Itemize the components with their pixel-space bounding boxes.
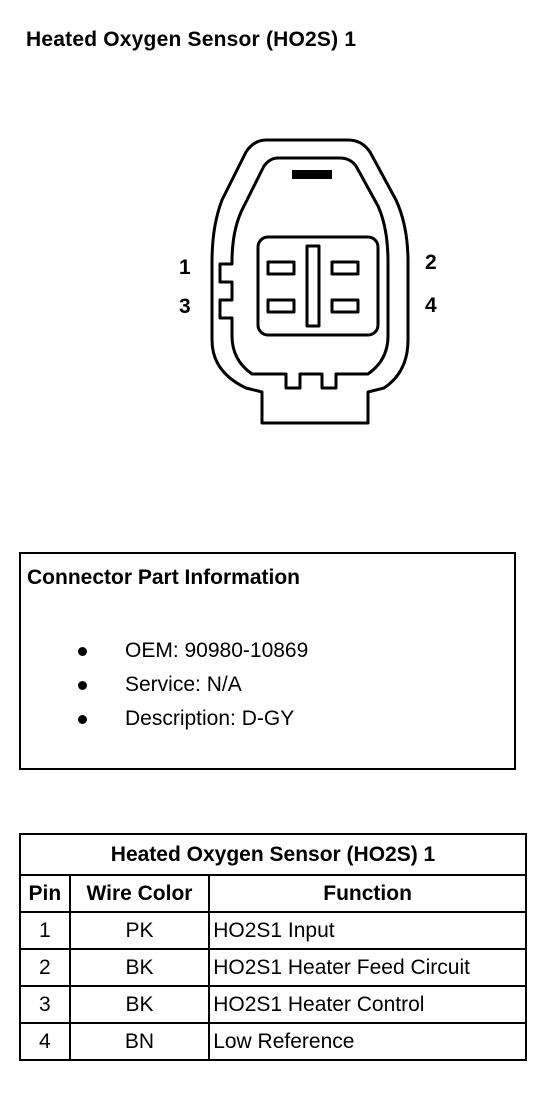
header-pin: Pin [19,874,71,913]
connector-outer-housing [210,138,410,425]
bullet-icon [78,647,87,656]
wire-color-cell: PK [68,911,211,950]
connector-part-info-box: Connector Part Information OEM: 90980-10… [19,552,516,770]
function-cell: HO2S1 Heater Control [208,985,527,1024]
terminal-2 [330,260,360,276]
wire-color-cell: BK [68,948,211,987]
pin-label-1: 1 [179,256,191,279]
function-cell: HO2S1 Heater Feed Circuit [208,948,527,987]
pin-cavity-frame [256,235,380,337]
connector-part-info-list: OEM: 90980-10869 Service: N/A Descriptio… [73,634,308,736]
function-cell: HO2S1 Input [208,911,527,950]
info-item-oem-text: OEM: 90980-10869 [125,639,309,662]
pinout-table: Heated Oxygen Sensor (HO2S) 1 Pin Wire C… [19,833,527,1061]
bullet-icon [78,715,87,724]
table-row: 2 BK HO2S1 Heater Feed Circuit [19,948,527,987]
locking-tab [292,170,332,179]
table-row: 3 BK HO2S1 Heater Control [19,985,527,1024]
info-item-oem: OEM: 90980-10869 [73,634,308,668]
pin-cell: 4 [19,1022,71,1061]
pin-label-3: 3 [179,295,191,318]
pin-cell: 2 [19,948,71,987]
center-divider [305,244,321,328]
function-cell: Low Reference [208,1022,527,1061]
connector-part-info-heading: Connector Part Information [27,566,301,589]
wire-color-cell: BN [68,1022,211,1061]
terminal-4 [330,298,360,314]
info-item-description: Description: D-GY [73,702,308,736]
table-caption-row: Heated Oxygen Sensor (HO2S) 1 [19,833,527,876]
terminal-1 [266,260,296,276]
pin-label-2: 2 [425,251,437,274]
pin-cell: 3 [19,985,71,1024]
connector-face-diagram [210,138,410,425]
header-function: Function [208,874,527,913]
pin-label-4: 4 [425,294,437,317]
connector-inner-housing [218,156,390,390]
table-row: 1 PK HO2S1 Input [19,911,527,950]
info-item-description-text: Description: D-GY [125,707,295,730]
table-row: 4 BN Low Reference [19,1022,527,1061]
table-header-row: Pin Wire Color Function [19,874,527,913]
header-wire-color: Wire Color [68,874,211,913]
page-title: Heated Oxygen Sensor (HO2S) 1 [26,28,357,51]
table-caption: Heated Oxygen Sensor (HO2S) 1 [19,833,527,876]
info-item-service: Service: N/A [73,668,308,702]
pin-cell: 1 [19,911,71,950]
bullet-icon [78,681,87,690]
info-item-service-text: Service: N/A [125,673,242,696]
wire-color-cell: BK [68,985,211,1024]
terminal-3 [266,298,296,314]
